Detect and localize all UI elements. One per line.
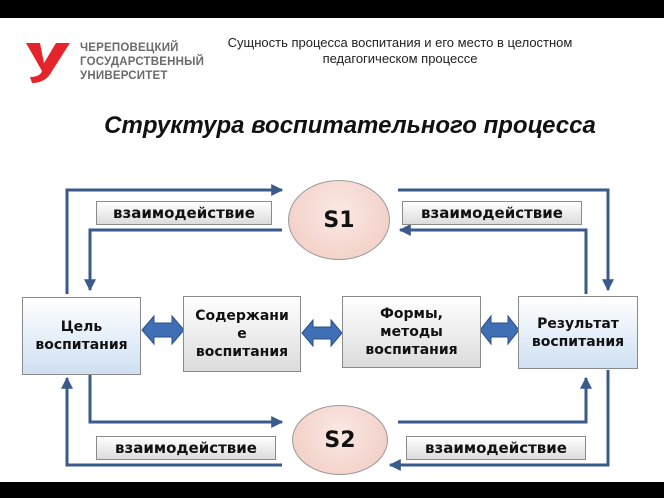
goal-line-2: воспитания	[35, 337, 128, 353]
arrow-bottom-left-inner	[88, 372, 284, 428]
interaction-label-top-right: взаимодействие	[402, 201, 582, 225]
result-node: Результат воспитания	[518, 296, 638, 369]
content-node: Содержани е воспитания	[183, 296, 301, 372]
logo-line-1: ЧЕРЕПОВЕЦКИЙ	[80, 42, 179, 54]
result-line-1: Результат	[537, 315, 619, 332]
interaction-label-top-left: взаимодействие	[96, 201, 272, 225]
logo-line-2: ГОСУДАРСТВЕННЫЙ	[80, 56, 205, 68]
double-arrow-forms-result	[479, 314, 520, 346]
arrow-bottom-right-outer	[388, 370, 610, 471]
arrow-top-left-outer	[65, 184, 284, 294]
interaction-label-bottom-left: взаимодействие	[96, 436, 276, 460]
interaction-label-bottom-right: взаимодействие	[406, 436, 586, 460]
logo-line-3: УНИВЕРСИТЕТ	[80, 70, 168, 82]
goal-node: Цель воспитания	[22, 297, 141, 375]
forms-line-1: Формы,	[380, 306, 443, 322]
subtitle-line-2: педагогическом процессе	[322, 51, 478, 66]
forms-line-2: методы	[380, 324, 443, 340]
university-logo: ЧЕРЕПОВЕЦКИЙ ГОСУДАРСТВЕННЫЙ УНИВЕРСИТЕТ	[22, 37, 204, 87]
slide-subtitle: Сущность процесса воспитания и его место…	[210, 35, 590, 67]
content-line-1: Содержани	[195, 308, 289, 324]
result-line-2: воспитания	[531, 333, 625, 350]
s2-node: S2	[292, 405, 388, 475]
subtitle-line-1: Сущность процесса воспитания и его место…	[227, 35, 573, 50]
forms-line-3: воспитания	[365, 342, 458, 358]
content-line-3: воспитания	[195, 344, 289, 360]
double-arrow-goal-content	[141, 314, 185, 346]
goal-line-1: Цель	[60, 319, 103, 335]
letter-u-icon	[26, 43, 70, 83]
top-bar	[0, 0, 664, 18]
bottom-bar	[0, 482, 664, 498]
arrow-bottom-right-inner	[398, 376, 592, 424]
content-line-2: е	[237, 326, 247, 342]
forms-node: Формы, методы воспитания	[342, 296, 481, 368]
arrow-top-right-inner	[398, 224, 588, 294]
arrow-top-right-outer	[398, 188, 614, 292]
double-arrow-content-forms	[301, 318, 343, 348]
s1-node: S1	[288, 180, 390, 260]
arrow-bottom-left-outer	[61, 376, 282, 467]
arrow-top-left-inner	[84, 228, 282, 292]
slide-title: Структура воспитательного процесса	[104, 112, 596, 139]
